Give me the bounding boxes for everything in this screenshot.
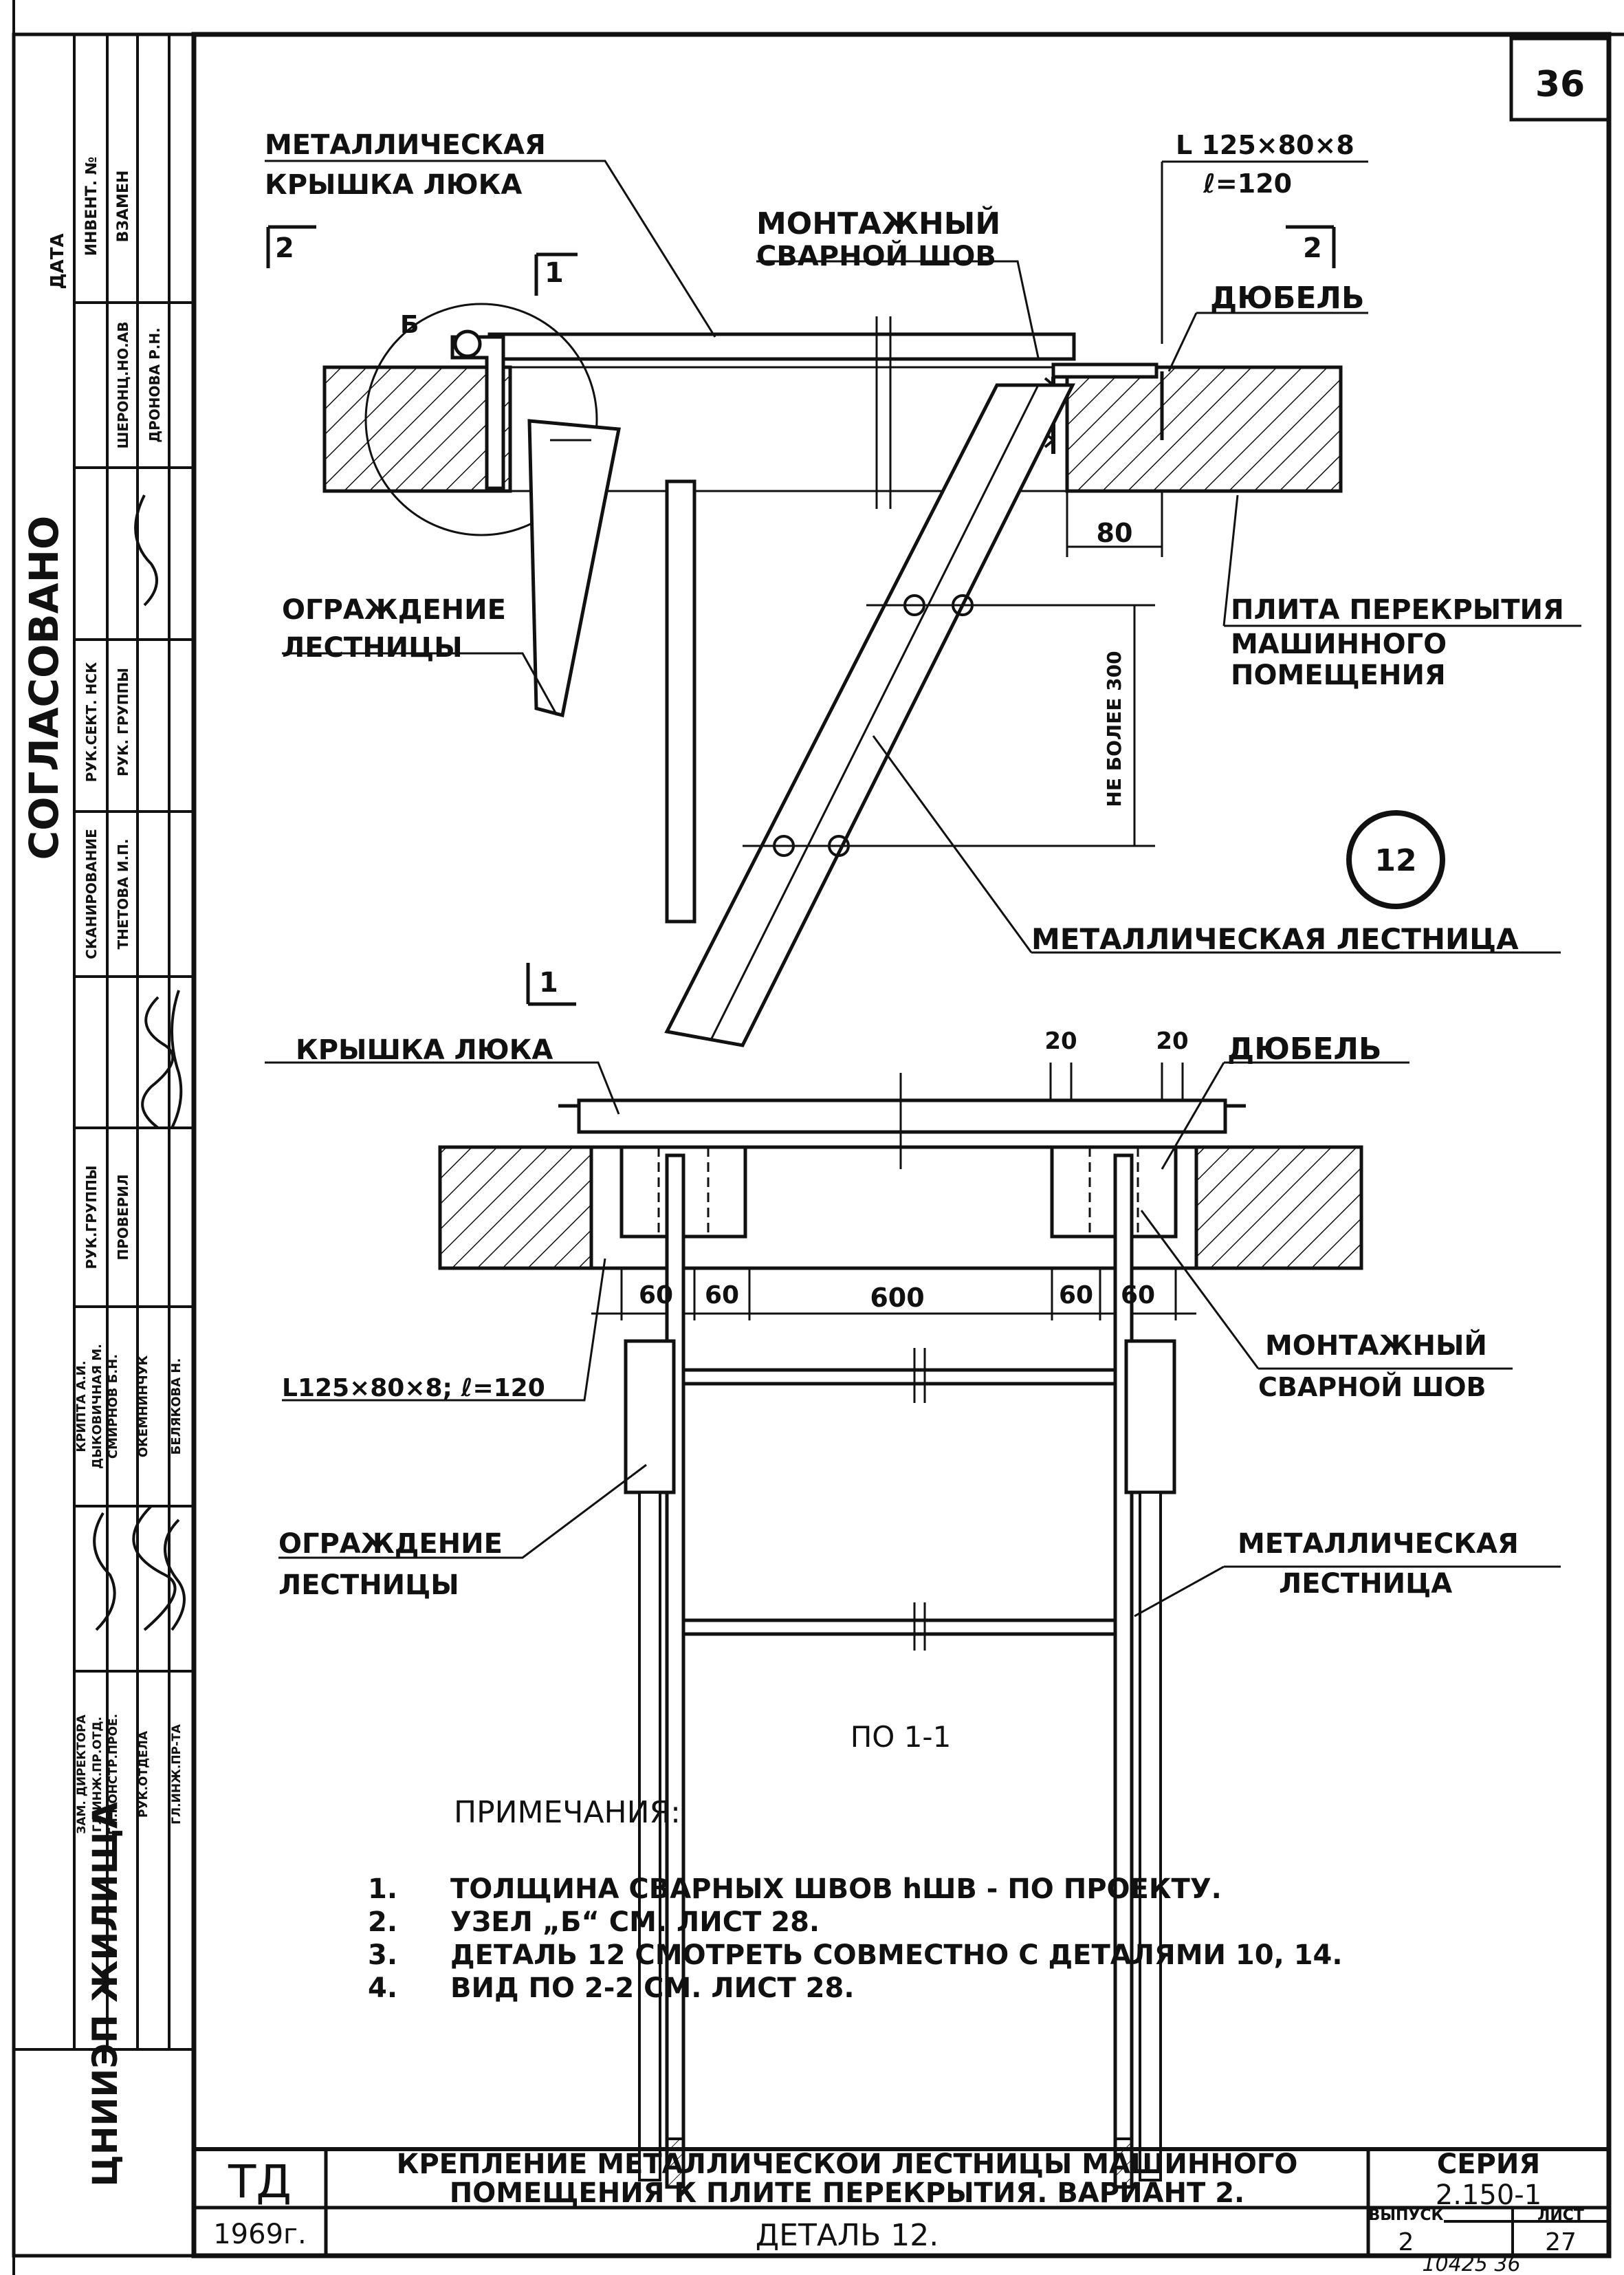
stamp-role: ТНЕТОВА И.П. bbox=[115, 838, 131, 949]
title-year: 1969г. bbox=[213, 2219, 307, 2250]
footer-number: 10425 36 bbox=[1422, 2252, 1520, 2275]
label-slab: ПОМЕЩЕНИЯ bbox=[1231, 660, 1446, 691]
label-ladder-bottom: МЕТАЛЛИЧЕСКАЯ bbox=[1238, 1528, 1519, 1560]
dimension-60: 60 bbox=[1121, 1281, 1155, 1309]
stamp-role: РУК.СЕКТ. НСК bbox=[83, 662, 100, 782]
stamp-replace: ВЗАМЕН bbox=[115, 171, 132, 243]
dimension-20: 20 bbox=[1156, 1027, 1188, 1055]
stamp-staff-role: ЗАМ. ДИРЕКТОРА bbox=[75, 1714, 89, 1833]
label-cover-bottom: КРЫШКА ЛЮКА bbox=[296, 1034, 553, 1066]
stamp-role: РУК. ГРУППЫ bbox=[115, 668, 131, 776]
stamp-date: ДАТА bbox=[47, 233, 68, 289]
detail-number-circle bbox=[1346, 810, 1445, 909]
label-angle-top: ℓ=120 bbox=[1203, 168, 1292, 199]
note-text: ДЕТАЛЬ 12 СМОТРЕТЬ СОВМЕСТНО С ДЕТАЛЯМИ … bbox=[450, 1939, 1343, 1971]
sheet-value: 27 bbox=[1545, 2228, 1577, 2256]
label-railing-bottom: ОГРАЖДЕНИЕ bbox=[278, 1528, 503, 1560]
detail-number: 12 bbox=[1374, 843, 1416, 878]
label-weld-bottom: СВАРНОЙ ШОВ bbox=[1258, 1372, 1486, 1402]
stamp-name: ДРОНОВА Р.Н. bbox=[146, 327, 163, 443]
note-text: УЗЕЛ „Б“ СМ. ЛИСТ 28. bbox=[450, 1906, 820, 1938]
note-text: ТОЛЩИНА СВАРНЫХ ШВОВ hШВ - ПО ПРОЕКТУ. bbox=[450, 1873, 1222, 1905]
title-line: КРЕПЛЕНИЕ МЕТАЛЛИЧЕСКОЙ ЛЕСТНИЦЫ МАШИННО… bbox=[397, 2147, 1298, 2180]
title-line: ПОМЕЩЕНИЯ К ПЛИТЕ ПЕРЕКРЫТИЯ. ВАРИАНТ 2. bbox=[450, 2177, 1244, 2209]
stamp-role: СКАНИРОВАНИЕ bbox=[83, 829, 100, 959]
dimension-60: 60 bbox=[1059, 1281, 1093, 1309]
issue-value: 2 bbox=[1398, 2228, 1414, 2256]
note-text: ВИД ПО 2-2 СМ. ЛИСТ 28. bbox=[450, 1972, 855, 2004]
stamp-org: ЦНИИЭП ЖИЛИЩА bbox=[85, 1802, 125, 2187]
label-metal-ladder-top: МЕТАЛЛИЧЕСКАЯ ЛЕСТНИЦА bbox=[1031, 922, 1519, 956]
label-weld-top: МОНТАЖНЫЙ bbox=[756, 205, 1000, 241]
section-mark: 1 bbox=[539, 967, 558, 999]
sheet-number: 36 bbox=[1535, 64, 1585, 105]
view-caption: ПО 1-1 bbox=[851, 1720, 952, 1754]
stamp-staff-name: БЕЛЯКОВА Н. bbox=[169, 1358, 184, 1455]
label-node-b: Б bbox=[400, 311, 419, 339]
stamp-staff-role: ГЛ.ИНЖ.ПР.ОТД. bbox=[91, 1717, 105, 1832]
label-weld-top: СВАРНОЙ ШОВ bbox=[756, 239, 996, 272]
label-weld-bottom: МОНТАЖНЫЙ bbox=[1265, 1329, 1487, 1362]
label-dowel-top: ДЮБЕЛЬ bbox=[1210, 281, 1365, 316]
bottom-section bbox=[265, 963, 1561, 2189]
label-railing-bottom: ЛЕСТНИЦЫ bbox=[278, 1569, 459, 1601]
label-angle-bottom: L125×80×8; ℓ=120 bbox=[282, 1374, 545, 1402]
stamp-staff-role: ГЛ.ИНЖ.ПР-ТА bbox=[170, 1723, 184, 1824]
top-detail bbox=[265, 160, 1581, 1047]
stamp-staff-name: ДЫКОВИЧНАЯ М. bbox=[90, 1344, 105, 1469]
stamp-staff-name: КРИПТА А.И. bbox=[74, 1360, 89, 1452]
note-number: 3. bbox=[368, 1939, 397, 1971]
label-dowel-bottom: ДЮБЕЛЬ bbox=[1227, 1032, 1382, 1067]
note-number: 1. bbox=[368, 1873, 397, 1905]
slab-left bbox=[322, 365, 512, 493]
issue-label: ВЫПУСК bbox=[1368, 2207, 1443, 2224]
sheet-label: ЛИСТ bbox=[1537, 2207, 1584, 2224]
dimension-20: 20 bbox=[1044, 1027, 1077, 1055]
stamp-inv: ИНВЕНТ. № bbox=[83, 157, 100, 257]
stamp-staff-name: СМИРНОВ Б.Н. bbox=[106, 1354, 120, 1459]
note-number: 2. bbox=[368, 1906, 397, 1938]
dimension-60: 60 bbox=[639, 1281, 673, 1309]
stamp-staff-name: ОКЕМНИНЧУК bbox=[136, 1355, 151, 1457]
title-detail: ДЕТАЛЬ 12. bbox=[756, 2218, 939, 2253]
dimension-max-300: НЕ БОЛЕЕ 300 bbox=[1103, 651, 1126, 807]
notes-heading: ПРИМЕЧАНИЯ: bbox=[454, 1795, 681, 1830]
section-mark: 2 bbox=[1303, 232, 1322, 264]
title-code: ТД bbox=[228, 2155, 292, 2208]
title-block bbox=[194, 2147, 1609, 2256]
label-slab: ПЛИТА ПЕРЕКРЫТИЯ bbox=[1231, 594, 1564, 626]
stamp-staff-role: РУК.ОТДЕЛА bbox=[137, 1730, 151, 1818]
section-mark: 1 bbox=[545, 257, 564, 289]
stamp-role: ПРОВЕРИЛ bbox=[115, 1174, 131, 1260]
signatures bbox=[93, 494, 186, 1631]
node-b-circle bbox=[364, 303, 598, 536]
label-slab: МАШИННОГО bbox=[1231, 629, 1447, 660]
label-metal-cover: КРЫШКА ЛЮКА bbox=[265, 169, 522, 201]
label-railing-top: ОГРАЖДЕНИЕ bbox=[282, 594, 506, 626]
note-number: 4. bbox=[368, 1972, 397, 2004]
label-ladder-bottom: ЛЕСТНИЦА bbox=[1279, 1568, 1452, 1600]
series-label: СЕРИЯ bbox=[1437, 2148, 1540, 2180]
side-stamp bbox=[12, 32, 196, 2258]
dimension-80: 80 bbox=[1097, 518, 1133, 548]
stamp-agreed: СОГЛАСОВАНО bbox=[21, 516, 67, 860]
stamp-staff-role: ГЛ.КОНСТР.ПРОЕ. bbox=[107, 1714, 120, 1835]
label-railing-top: ЛЕСТНИЦЫ bbox=[282, 632, 463, 664]
stamp-role: РУК.ГРУППЫ bbox=[83, 1165, 100, 1269]
slab-right bbox=[1065, 365, 1343, 493]
label-angle-top: L 125×80×8 bbox=[1176, 130, 1354, 160]
dimension-600: 600 bbox=[870, 1283, 924, 1313]
label-metal-cover: МЕТАЛЛИЧЕСКАЯ bbox=[265, 129, 546, 161]
dimension-60: 60 bbox=[705, 1281, 739, 1309]
section-mark: 2 bbox=[275, 232, 294, 264]
stamp-name: ШЕРОНЦ.НО.АВ bbox=[115, 322, 131, 449]
series-value: 2.150-1 bbox=[1436, 2179, 1541, 2211]
